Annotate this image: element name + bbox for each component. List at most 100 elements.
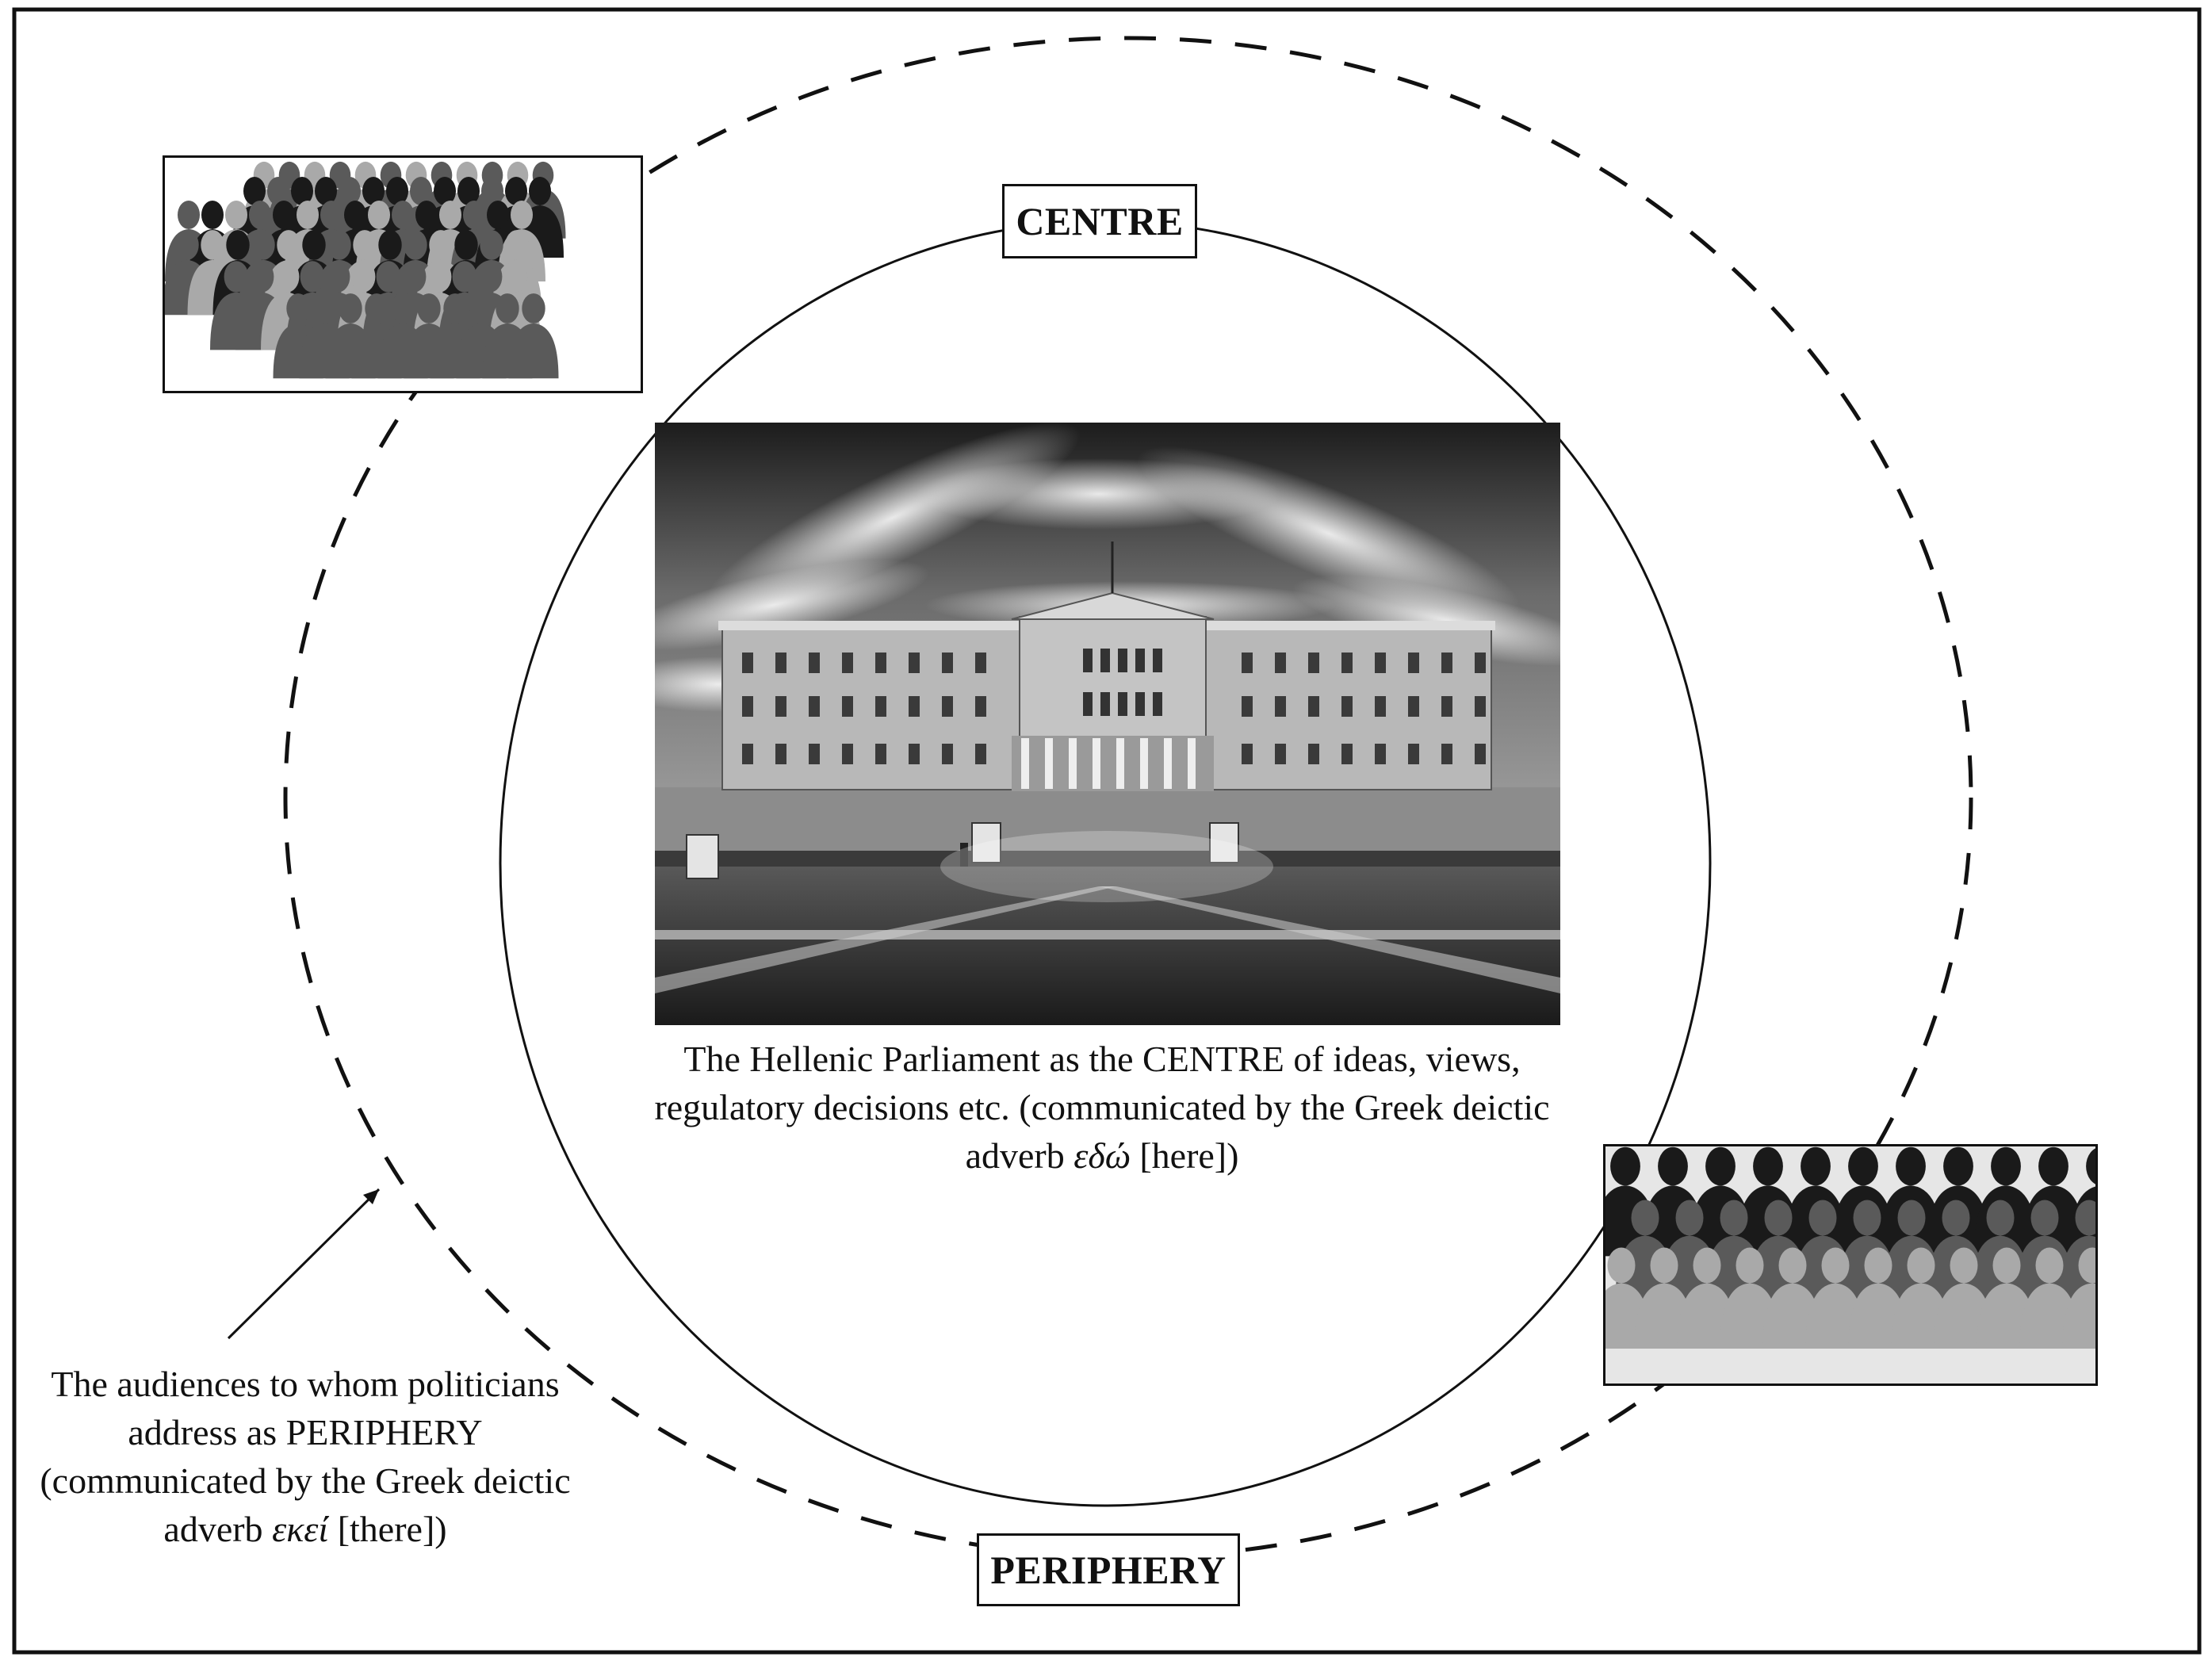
centre-label-box: CENTRE xyxy=(1002,184,1197,258)
column xyxy=(1069,738,1077,789)
window xyxy=(1118,692,1127,716)
audience-crowd-image-left xyxy=(163,155,643,393)
periphery-caption: The audiences to whom politicians addres… xyxy=(24,1360,587,1553)
arrowhead xyxy=(363,1189,379,1204)
window xyxy=(842,744,853,764)
window xyxy=(1475,744,1486,764)
window xyxy=(842,653,853,673)
square-ground xyxy=(655,863,1560,1025)
window xyxy=(842,696,853,717)
periphery-label-box: PERIPHERY xyxy=(977,1533,1240,1606)
column xyxy=(1093,738,1100,789)
window xyxy=(909,696,920,717)
facade-windows xyxy=(742,649,1486,764)
window xyxy=(1308,696,1319,717)
window xyxy=(1341,653,1353,673)
periphery-caption-text: The audiences to whom politicians addres… xyxy=(51,1364,560,1452)
window xyxy=(809,696,820,717)
window xyxy=(1135,649,1145,672)
window xyxy=(1275,744,1286,764)
sentry-box xyxy=(686,834,719,879)
parliament-base-wall xyxy=(655,787,1560,863)
window xyxy=(775,653,786,673)
person-silhouette xyxy=(2062,1247,2095,1349)
audience-crowd-image-right xyxy=(1603,1144,2098,1386)
periphery-label: PERIPHERY xyxy=(990,1548,1227,1592)
window xyxy=(909,744,920,764)
window xyxy=(875,653,886,673)
portico-columns xyxy=(1021,738,1196,789)
outer-frame xyxy=(12,7,2202,1655)
window xyxy=(742,744,753,764)
window xyxy=(942,653,953,673)
window xyxy=(1153,649,1162,672)
window xyxy=(875,744,886,764)
column xyxy=(1045,738,1053,789)
column xyxy=(1188,738,1196,789)
window xyxy=(809,653,820,673)
guard-figure xyxy=(960,843,968,867)
window xyxy=(1375,696,1386,717)
window xyxy=(1242,653,1253,673)
square-pavement-lines xyxy=(655,930,1560,940)
window xyxy=(875,696,886,717)
column xyxy=(1116,738,1124,789)
window xyxy=(1375,744,1386,764)
centre-caption-text: [here]) xyxy=(1130,1135,1239,1176)
window xyxy=(742,653,753,673)
window xyxy=(1153,692,1162,716)
periphery-term: PERIPHERY xyxy=(285,1412,483,1452)
window xyxy=(909,653,920,673)
window xyxy=(1100,692,1110,716)
periphery-dashed-ellipse xyxy=(283,36,1973,1560)
window xyxy=(1375,653,1386,673)
window xyxy=(1341,744,1353,764)
parliament-pediment xyxy=(1011,591,1215,620)
parliament-base-wall xyxy=(655,851,1560,867)
window xyxy=(1475,696,1486,717)
window xyxy=(1408,653,1419,673)
person-silhouette xyxy=(508,293,559,379)
window xyxy=(1408,744,1419,764)
window xyxy=(1475,653,1486,673)
window xyxy=(1242,696,1253,717)
window xyxy=(1441,744,1452,764)
window xyxy=(942,696,953,717)
window xyxy=(1441,696,1452,717)
centre-label: CENTRE xyxy=(1016,199,1184,243)
window xyxy=(1135,692,1145,716)
sun-flare xyxy=(940,831,1273,902)
window xyxy=(1275,696,1286,717)
window xyxy=(775,744,786,764)
window xyxy=(1308,744,1319,764)
centre-caption-text: of ideas, views, regulatory decisions et… xyxy=(654,1039,1550,1176)
window xyxy=(1100,649,1110,672)
square-pavement-lines xyxy=(1099,886,1560,993)
window xyxy=(1341,696,1353,717)
window xyxy=(775,696,786,717)
window xyxy=(1275,653,1286,673)
periphery-caption-text: (communicated by the Greek deictic adver… xyxy=(40,1460,571,1549)
window xyxy=(942,744,953,764)
window xyxy=(1242,744,1253,764)
periphery-caption-text: [there]) xyxy=(328,1509,447,1549)
cloud xyxy=(655,559,929,651)
column xyxy=(1021,738,1029,789)
square-pavement-lines xyxy=(655,886,1116,993)
periphery-pointer-arrow xyxy=(227,1188,381,1340)
column xyxy=(1164,738,1172,789)
window xyxy=(975,696,986,717)
window xyxy=(809,744,820,764)
window xyxy=(1118,649,1127,672)
cloud xyxy=(1137,446,1521,621)
greek-word-here: εδώ xyxy=(1073,1135,1131,1176)
window xyxy=(1083,649,1093,672)
window xyxy=(742,696,753,717)
greek-word-there: εκεί xyxy=(272,1509,329,1549)
sentry-box xyxy=(971,822,1001,863)
centre-term: CENTRE xyxy=(1142,1039,1284,1079)
window xyxy=(975,744,986,764)
window xyxy=(1408,696,1419,717)
centre-caption: The Hellenic Parliament as the CENTRE of… xyxy=(626,1035,1578,1180)
window xyxy=(1441,653,1452,673)
